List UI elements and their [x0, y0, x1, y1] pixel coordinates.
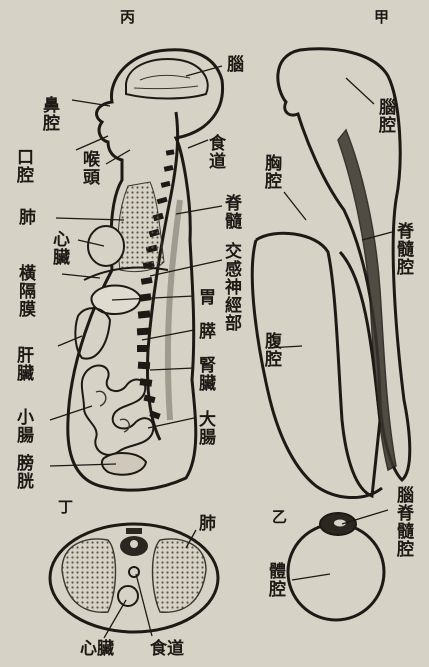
panel-label-yi: 乙: [272, 508, 287, 526]
lung-shape: [118, 182, 164, 272]
label-heart-ding: 心臟: [80, 640, 114, 658]
label-cerebrospinal-cavity: 腦脊髓腔: [394, 486, 412, 558]
label-small-intestine: 小腸: [14, 408, 32, 444]
label-brain: 腦: [224, 55, 242, 73]
label-bladder: 膀胱: [14, 454, 32, 490]
label-large-intestine: 大腸: [196, 410, 214, 446]
label-pancreas: 膵: [196, 322, 214, 340]
label-esophagus-ding: 食道: [150, 640, 184, 658]
label-diaphragm: 橫隔膜: [16, 264, 34, 318]
panel-label-bing: 丙: [120, 8, 135, 26]
label-esophagus: 食道: [206, 134, 224, 170]
label-body-cavity: 體腔: [266, 562, 284, 598]
panel-label-ding: 丁: [58, 498, 73, 516]
spinal-canal-shape: [338, 130, 396, 470]
label-nasal-cavity: 鼻腔: [40, 96, 58, 132]
label-lung-ding: 肺: [196, 514, 214, 532]
heart-shape: [88, 226, 124, 266]
label-chest-cavity: 胸腔: [262, 154, 280, 190]
ding-spine: [120, 528, 148, 556]
label-abdominal-cavity: 腹腔: [262, 332, 280, 368]
label-liver: 肝臟: [14, 346, 32, 382]
label-kidney: 腎臟: [196, 356, 214, 392]
label-heart: 心臟: [50, 230, 68, 266]
label-lung: 肺: [16, 208, 34, 226]
label-oral-cavity: 口腔: [14, 148, 32, 184]
ding-esophagus: [129, 567, 139, 577]
ding-left-lung: [62, 539, 116, 612]
ding-heart: [118, 586, 138, 606]
label-throat: 喉頭: [80, 150, 98, 186]
ding-right-lung: [153, 539, 207, 612]
panel-label-jia: 甲: [374, 8, 389, 26]
label-spinal-canal: 脊髓腔: [394, 222, 412, 276]
yi-body-circle: [288, 524, 384, 620]
label-brain-cavity: 腦腔: [376, 98, 394, 134]
brain-shape: [126, 59, 208, 99]
label-stomach: 胃: [196, 288, 214, 306]
label-spinal-cord: 脊髓: [222, 194, 240, 230]
label-sympathetic-nerve: 交感神經部: [222, 242, 240, 332]
